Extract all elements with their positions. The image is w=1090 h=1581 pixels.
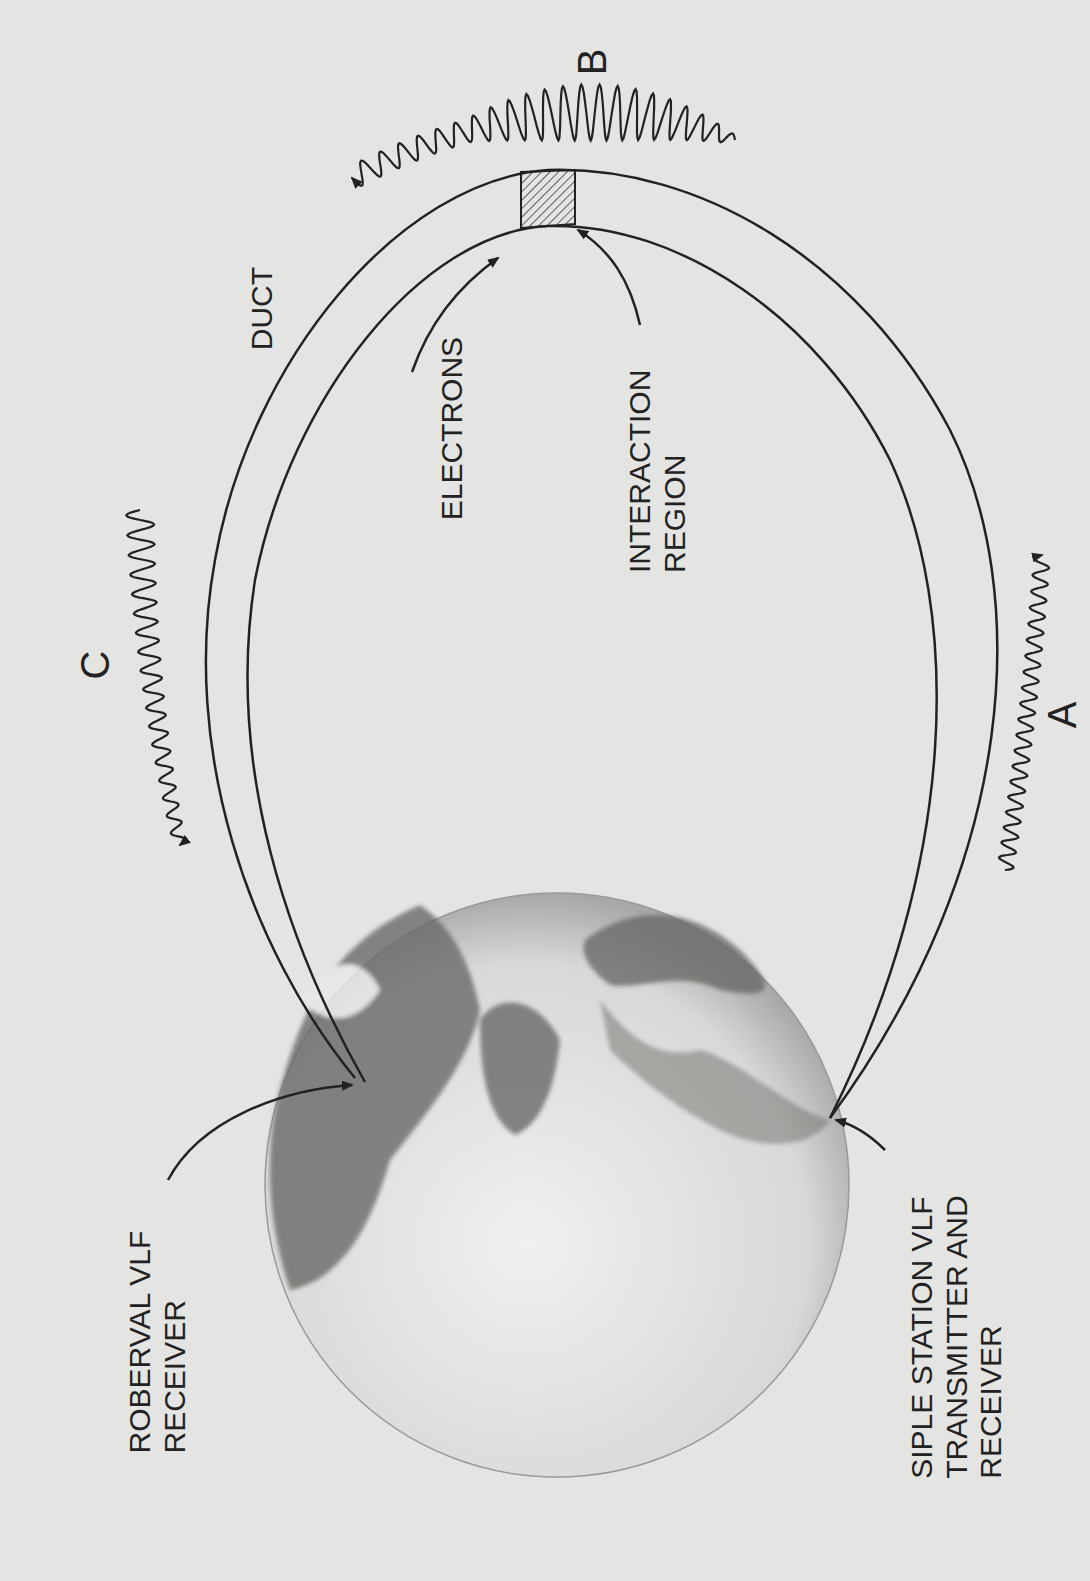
wave-letter: B — [569, 32, 615, 92]
leader-line — [168, 1085, 352, 1180]
wave-letter: C — [72, 635, 118, 695]
duct-inner — [248, 226, 937, 1118]
earth — [265, 893, 849, 1477]
wave-letter: A — [1039, 685, 1085, 745]
label-text: ELECTRONS — [435, 290, 470, 520]
wave-b — [352, 85, 735, 186]
continents — [270, 905, 830, 1290]
label-text: INTERACTION REGION — [623, 338, 692, 573]
leader-line — [578, 230, 640, 325]
duct-outer — [206, 170, 997, 1118]
label-text: ROBERVAL VLF RECEIVER — [123, 1191, 192, 1453]
label-text: DUCT — [245, 230, 280, 350]
interaction-region — [521, 170, 575, 228]
label-text: SIPLE STATION VLF TRANSMITTER AND RECEIV… — [905, 1191, 1009, 1479]
leader-line — [836, 1120, 885, 1150]
wave-c — [126, 510, 185, 845]
